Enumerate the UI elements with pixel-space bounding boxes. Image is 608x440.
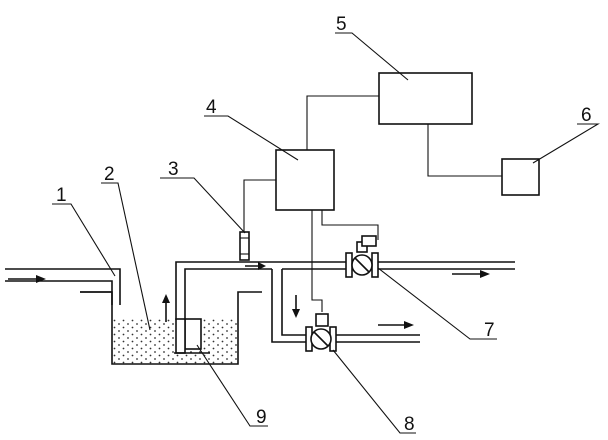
- label-1: 1: [56, 185, 67, 206]
- sensor: [239, 231, 250, 261]
- label-2: 2: [104, 164, 115, 185]
- leader-8: [332, 349, 416, 434]
- inlet-pipe: [5, 268, 121, 305]
- suction-unit: [162, 294, 210, 354]
- signal-wires: [243, 95, 502, 312]
- tank-liquid: [112, 318, 238, 364]
- main-pipe: [175, 261, 515, 320]
- label-8: 8: [404, 414, 415, 435]
- solenoid-valve-8: [305, 313, 337, 352]
- label-4: 4: [206, 97, 217, 118]
- tank: [80, 291, 262, 365]
- leader-1: [52, 203, 116, 277]
- leader-3: [160, 177, 246, 234]
- controller-box: [275, 149, 335, 211]
- device-box: [501, 158, 540, 196]
- label-6: 6: [581, 105, 592, 126]
- inlet-arrowhead: [36, 275, 46, 283]
- label-5: 5: [336, 14, 347, 35]
- label-3: 3: [168, 159, 179, 180]
- label-9: 9: [256, 407, 267, 428]
- leader-7: [377, 267, 497, 340]
- branch-pipe: [271, 269, 420, 343]
- label-7: 7: [484, 320, 495, 341]
- leader-6: [532, 123, 600, 164]
- leader-5: [335, 32, 409, 81]
- control-unit-box: [378, 72, 473, 125]
- leader-2: [101, 182, 151, 331]
- solenoid-valve-7: [345, 235, 379, 278]
- leader-9: [196, 344, 268, 427]
- leader-lines: [52, 32, 600, 434]
- leader-4: [204, 115, 299, 161]
